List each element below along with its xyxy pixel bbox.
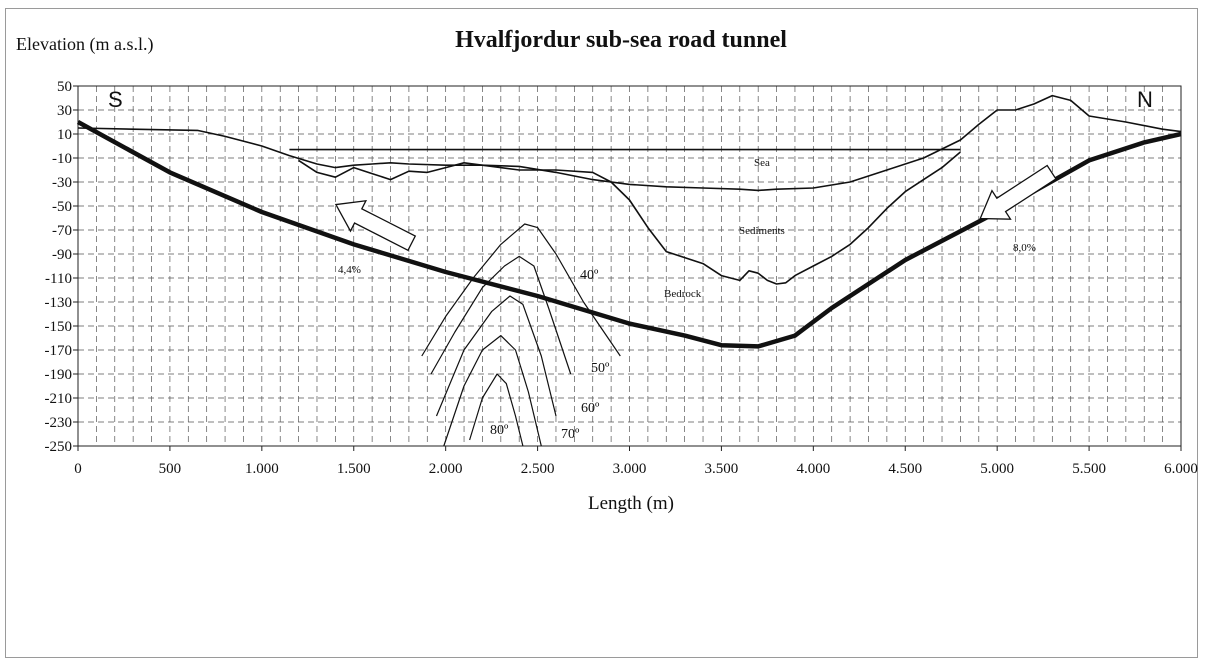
- y-tick-label: -10: [52, 151, 72, 167]
- y-tick-label: -50: [52, 199, 72, 215]
- x-tick-label: 3.500: [705, 461, 739, 477]
- right-grade-arrow: [979, 164, 1057, 220]
- dip-contour-label: 80º: [490, 423, 509, 438]
- y-tick-labels: 50 30 10 -10 -30 -50 -70 -90 -110 -130 -150 -170 -19…: [45, 79, 73, 455]
- x-tick-labels: 0 500 1.000 1.500 2.000 2.500 3.000 3.500 4.000 4…: [74, 461, 1198, 477]
- x-tick-label: 6.000: [1164, 461, 1198, 477]
- y-tick-label: -70: [52, 223, 72, 239]
- dip-contour-label: 60º: [581, 401, 600, 416]
- y-tick-label: -190: [45, 367, 73, 383]
- y-tick-label: -30: [52, 175, 72, 191]
- dip-contour-line: [443, 335, 542, 447]
- dip-contour-line: [421, 223, 621, 357]
- left-grade-arrow: [334, 199, 417, 252]
- grade-left-label: 4,4%: [338, 264, 361, 276]
- y-tick-label: -210: [45, 391, 73, 407]
- x-tick-label: 500: [159, 461, 182, 477]
- dip-contour-label: 40º: [580, 268, 599, 283]
- y-tick-label: -130: [45, 295, 73, 311]
- grade-right-label: 8,0%: [1013, 242, 1036, 254]
- dip-contour-line: [430, 255, 572, 375]
- y-tick-label: 10: [57, 127, 72, 143]
- y-tick-label: 50: [57, 79, 72, 95]
- south-label: S: [108, 87, 123, 112]
- y-tick-label: -90: [52, 247, 72, 263]
- tunnel-profile-chart: 50 30 10 -10 -30 -50 -70 -90 -110 -130 -150 -170 -19…: [16, 27, 1198, 514]
- grid: [78, 85, 1181, 446]
- y-tick-label: -250: [45, 439, 73, 455]
- sea-label: Sea: [754, 157, 770, 169]
- y-tick-label: -110: [45, 271, 72, 287]
- arrow-shape: [334, 199, 417, 252]
- y-tick-label: -170: [45, 343, 73, 359]
- dip-contour-label: 70º: [561, 427, 580, 442]
- arrow-shape: [979, 164, 1057, 220]
- x-tick-label: 1.000: [245, 461, 279, 477]
- direction-arrows: [334, 164, 1057, 252]
- x-tick-label: 5.000: [980, 461, 1014, 477]
- x-axis-label: Length (m): [588, 493, 674, 514]
- x-tick-label: 4.000: [796, 461, 830, 477]
- axes: [73, 85, 1182, 451]
- y-tick-label: -150: [45, 319, 73, 335]
- x-tick-label: 2.500: [521, 461, 555, 477]
- dip-contour-line: [469, 373, 524, 447]
- x-tick-label: 1.500: [337, 461, 371, 477]
- sediments-label: Sediments: [739, 225, 785, 237]
- north-label: N: [1137, 87, 1153, 112]
- y-axis-label: Elevation (m a.s.l.): [16, 34, 153, 55]
- dip-contour-line: [435, 295, 557, 417]
- x-tick-label: 0: [74, 461, 82, 477]
- x-tick-label: 5.500: [1072, 461, 1106, 477]
- bedrock-surface-line: [298, 151, 961, 285]
- chart-title: Hvalfjordur sub-sea road tunnel: [455, 27, 787, 53]
- seabed-line: [77, 94, 1182, 192]
- x-tick-label: 4.500: [888, 461, 922, 477]
- chart-frame: 50 30 10 -10 -30 -50 -70 -90 -110 -130 -150 -170 -19…: [5, 8, 1198, 658]
- x-tick-label: 2.000: [429, 461, 463, 477]
- dip-contour-label: 50º: [591, 361, 610, 376]
- bedrock-label: Bedrock: [664, 288, 702, 300]
- y-tick-label: 30: [57, 103, 72, 119]
- y-tick-label: -230: [45, 415, 73, 431]
- x-tick-label: 3.000: [613, 461, 647, 477]
- tunnel-line: [76, 120, 1182, 349]
